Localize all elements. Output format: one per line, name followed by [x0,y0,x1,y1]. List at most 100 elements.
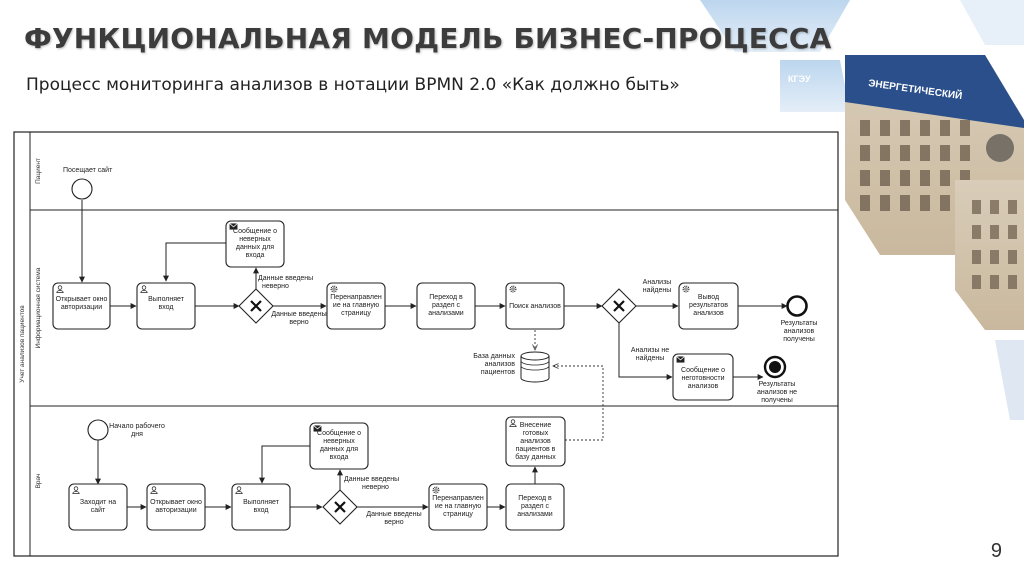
gateway-analyses-found [601,288,637,324]
task-open-auth-window-doctor-line-1: Открывает окно [150,499,202,506]
page-title: ФУНКЦИОНАЛЬНАЯ МОДЕЛЬ БИЗНЕС-ПРОЦЕССА [24,22,832,55]
task-enter-results-line-5: базу данных [515,453,556,461]
assoc-enter-to-db [553,366,604,441]
task-redirect-doctor-line-2: ие на главную [435,503,481,510]
task-show-results-line-3: анализов [693,310,724,317]
photo-hex-building-left [780,60,850,112]
svg-text:Поиск анализов: Поиск анализов [509,303,561,310]
label-workday-start-line-1: Начало рабочего [109,422,165,430]
flow-msg-to-login [163,242,226,282]
lane-label-system: Информационная система [35,267,42,348]
label-results-not-received-line-1: Результаты [759,381,796,388]
label-flow-found-line-2: найдены [643,286,672,294]
task-search-analyses-line-1: Поиск анализов [509,303,561,310]
task-wrong-data-message-system-line-4: входа [246,252,265,259]
task-goto-section-system-line-1: Переход в [429,294,463,301]
task-redirect-doctor-line-1: Перенаправлен [432,495,484,502]
task-not-found-message-line-3: анализов [688,383,719,390]
label-flow-right-system-line-1: Данные введены [271,311,326,318]
label-flow-wrong-doctor-line-1: Данные введены [344,476,399,483]
label-results-received-line-3: получены [783,336,815,343]
task-show-results-line-2: результатов [689,302,728,309]
task-not-found-message-line-2: неготовности [681,375,724,382]
task-wrong-data-message-doctor-line-3: данных для [320,446,358,453]
gateway-credentials-system [238,288,274,324]
label-flow-not-found-line-1: Анализы не [631,347,669,354]
label-flow-wrong-system-line-2: неверно [262,283,289,290]
task-do-login-line-2: вход [159,304,174,311]
start-event-patient [71,178,93,200]
flow-msg-doc-to-login [259,445,310,484]
photo-hex-bottom [995,340,1024,420]
task-do-login-line-1: Выполняет [148,296,185,303]
label-datastore-line-3: пациентов [481,369,515,376]
task-goto-section-doctor-line-3: анализами [517,511,553,518]
task-redirect-system-line-3: страницу [341,310,371,317]
label-visit-site: Посещает сайт [63,166,113,174]
flows [79,200,788,510]
label-results-not-received-line-2: анализов не [757,389,797,396]
task-goto-section-doctor-line-1: Переход в [518,495,552,502]
label-datastore-line-2: анализов [485,361,516,368]
pool-label: Учет анализов пациентов [19,305,26,383]
datastore-icon [520,351,550,383]
task-goes-to-site-line-2: сайт [91,506,106,514]
task-open-auth-window-doctor-line-2: авторизации [155,507,196,514]
task-goto-section-doctor-line-2: раздел с [521,503,550,510]
task-do-login-doctor-line-2: вход [254,507,269,514]
task-enter-results-line-2: готовых [523,430,549,437]
photo-building-lower [955,180,1024,330]
task-do-login-doctor-line-1: Выполняет [243,499,280,506]
pool [13,131,839,557]
label-flow-found-line-1: Анализы [643,279,672,286]
flow-gw2-to-notfound [618,323,673,380]
label-flow-wrong-doctor-line-2: неверно [362,484,389,491]
page-number: 9 [990,540,1002,562]
task-goto-section-system-line-3: анализами [428,310,464,317]
label-flow-right-doctor-line-2: верно [384,519,403,526]
label-results-not-received-line-3: получены [761,397,793,404]
task-enter-results-line-4: пациентов в [516,446,556,453]
label-flow-not-found-line-2: найдены [636,354,665,362]
photo-sign-left: КГЭУ [788,74,811,84]
task-redirect-system-line-1: Перенаправлен [330,294,382,301]
task-goes-to-site-line-1: Заходит на [80,499,116,506]
photo-hex-top-right [960,0,1024,45]
end-event-results-received [786,295,808,317]
lane-label-patient: Пациент [35,158,42,184]
task-enter-results-line-3: анализов [520,438,551,445]
